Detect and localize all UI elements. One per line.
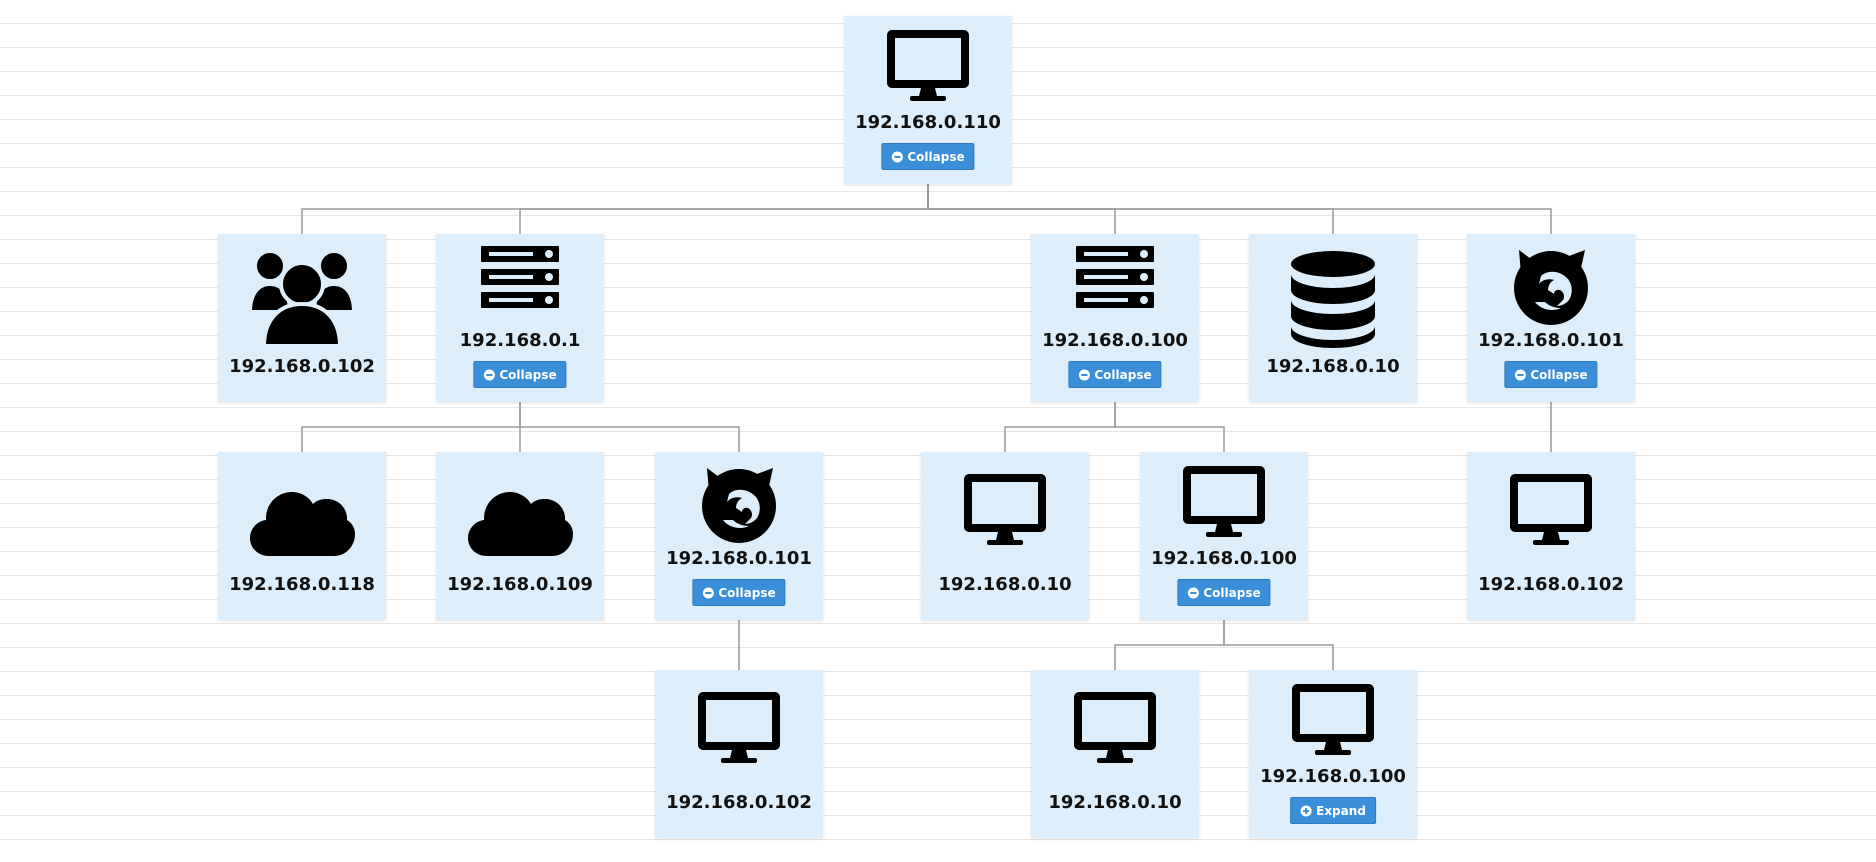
button-label: Collapse: [1203, 585, 1261, 600]
monitor-icon: [1073, 690, 1157, 764]
button-label: Collapse: [1094, 367, 1152, 382]
node-ip-label: 192.168.0.109: [447, 574, 593, 595]
node-users-102: 192.168.0.102: [218, 234, 386, 402]
collapse-button[interactable]: Collapse: [1068, 361, 1162, 388]
node-cloud-109: 192.168.0.109: [436, 452, 604, 620]
connector-line: [519, 184, 929, 234]
monitor-icon: [1182, 464, 1266, 538]
node-cloud-118: 192.168.0.118: [218, 452, 386, 620]
connector-line: [927, 184, 1552, 234]
button-label: Expand: [1316, 803, 1366, 818]
connector-line: [301, 184, 929, 234]
collapse-button[interactable]: Collapse: [881, 143, 975, 170]
button-label: Collapse: [499, 367, 557, 382]
plus-circle-icon: [1300, 805, 1312, 816]
node-ip-label: 192.168.0.118: [229, 574, 375, 595]
connector-line: [1004, 402, 1116, 452]
firefox-icon: [699, 464, 779, 544]
connector-line: [519, 402, 740, 452]
monitor-icon: [697, 690, 781, 764]
node-ip-label: 192.168.0.1: [459, 330, 581, 351]
minus-circle-icon: [483, 369, 495, 380]
node-ip-label: 192.168.0.10: [1048, 792, 1182, 813]
monitor-icon: [886, 28, 970, 102]
node-ip-label: 192.168.0.102: [1478, 574, 1624, 595]
connector-line: [927, 184, 1116, 234]
node-ip-label: 192.168.0.102: [666, 792, 812, 813]
node-database-10: 192.168.0.10: [1249, 234, 1417, 402]
node-ip-label: 192.168.0.101: [1478, 330, 1624, 351]
server-icon: [1076, 246, 1154, 308]
minus-circle-icon: [1514, 369, 1526, 380]
button-label: Collapse: [718, 585, 776, 600]
minus-circle-icon: [891, 151, 903, 162]
button-label: Collapse: [1530, 367, 1588, 382]
minus-circle-icon: [1187, 587, 1199, 598]
node-ip-label: 192.168.0.100: [1260, 766, 1406, 787]
connector-line: [927, 184, 1334, 234]
node-monitor-102-b: 192.168.0.102: [655, 670, 823, 838]
node-monitor-10-a: 192.168.0.10: [921, 452, 1089, 620]
server-icon: [481, 246, 559, 308]
firefox-icon: [1511, 246, 1591, 326]
node-ip-label: 192.168.0.101: [666, 548, 812, 569]
expand-button[interactable]: Expand: [1290, 797, 1376, 824]
collapse-button[interactable]: Collapse: [1504, 361, 1598, 388]
connector-line: [1114, 402, 1225, 452]
database-icon: [1290, 250, 1376, 348]
monitor-icon: [963, 472, 1047, 546]
node-ip-label: 192.168.0.10: [938, 574, 1072, 595]
users-icon: [247, 249, 357, 348]
node-ip-label: 192.168.0.102: [229, 356, 375, 377]
monitor-icon: [1291, 682, 1375, 756]
button-label: Collapse: [907, 149, 965, 164]
node-ip-label: 192.168.0.100: [1151, 548, 1297, 569]
node-ip-label: 192.168.0.110: [855, 112, 1001, 133]
minus-circle-icon: [1078, 369, 1090, 380]
collapse-button[interactable]: Collapse: [1177, 579, 1271, 606]
collapse-button[interactable]: Collapse: [692, 579, 786, 606]
connector-line: [1114, 620, 1225, 670]
cloud-icon: [467, 478, 573, 556]
monitor-icon: [1509, 472, 1593, 546]
connector-line: [301, 402, 521, 452]
node-ip-label: 192.168.0.100: [1042, 330, 1188, 351]
cloud-icon: [249, 478, 355, 556]
node-monitor-102-c: 192.168.0.102: [1467, 452, 1635, 620]
connector-line: [1223, 620, 1334, 670]
minus-circle-icon: [702, 587, 714, 598]
node-monitor-10-b: 192.168.0.10: [1031, 670, 1199, 838]
node-ip-label: 192.168.0.10: [1266, 356, 1400, 377]
collapse-button[interactable]: Collapse: [473, 361, 567, 388]
